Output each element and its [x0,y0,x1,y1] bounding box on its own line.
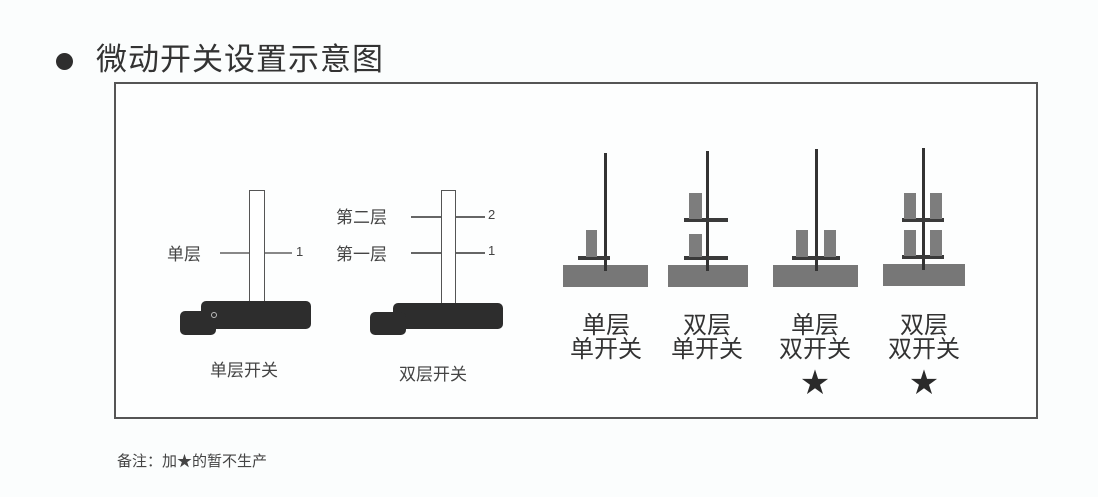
screw-icon [211,312,217,318]
star-icon: ★ [908,363,940,403]
switch [689,193,702,219]
platform [668,265,748,287]
level-label: 单层 [167,245,201,265]
switch [689,234,702,257]
diagram-frame [114,82,1038,419]
switch [904,193,916,219]
config-caption: 双层 双开关 [888,311,960,363]
level-number: 1 [296,244,304,259]
switch [824,230,836,257]
bullet-icon [56,53,73,70]
layer-plate [684,218,728,222]
config-caption: 单层 单开关 [570,311,642,363]
config-caption: 单层 双开关 [779,311,851,363]
post [815,149,818,271]
platform [883,264,965,286]
mount-block [201,301,311,329]
platform [563,265,648,287]
switch [930,193,942,219]
layer-plate [792,256,840,260]
diagram-caption: 单层开关 [210,361,278,381]
diagram-caption: 双层开关 [399,365,467,385]
post [441,190,456,304]
page-title: 微动开关设置示意图 [96,42,384,78]
post [604,153,607,271]
switch [796,230,808,257]
layer-plate [902,255,944,259]
level-number: 1 [488,243,496,258]
switch [586,230,597,257]
layer-plate [684,256,728,260]
platform [773,265,858,287]
layer-plate [902,218,944,222]
post [249,190,265,302]
post [706,151,709,271]
footnote: 备注：加★的暂不生产 [117,452,268,470]
level-number: 2 [488,207,496,222]
level-label: 第二层 [336,208,387,228]
level-label: 第一层 [336,245,387,265]
mount-block-step [180,311,216,335]
mount-block-step [370,312,406,335]
post [922,148,925,270]
switch [904,230,916,256]
switch [930,230,942,256]
star-icon: ★ [799,363,831,403]
config-caption: 双层 单开关 [671,311,743,363]
mount-block [393,303,503,329]
layer-plate [578,256,610,260]
